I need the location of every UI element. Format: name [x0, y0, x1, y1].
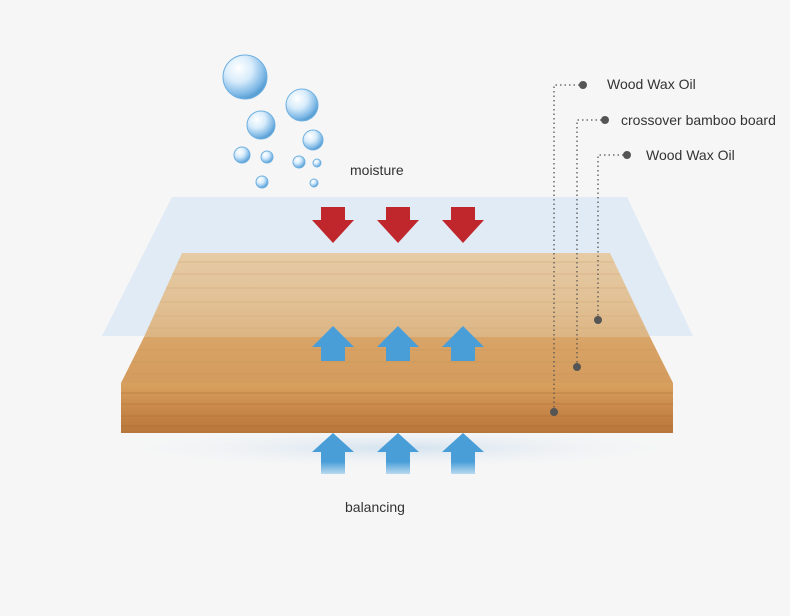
board-edge-grain [121, 392, 673, 427]
water-bubble-icon [222, 54, 324, 189]
arrow-up-icon [377, 326, 419, 361]
arrow-up-icon [312, 326, 354, 361]
arrow-up-icon [442, 326, 484, 361]
arrow-up-icon [377, 433, 419, 474]
balancing-label: balancing [345, 499, 405, 515]
layer-label-wood-wax-oil-bottom: Wood Wax Oil [646, 147, 735, 163]
callout-lines [553, 84, 627, 412]
callout-dots [550, 81, 631, 416]
moisture-arrows [312, 207, 484, 243]
layer-label-wood-wax-oil-top: Wood Wax Oil [607, 76, 696, 92]
board-top-layer [144, 253, 650, 337]
moisture-label: moisture [350, 162, 404, 178]
board-edge [121, 383, 673, 433]
board-top-grain [148, 261, 644, 329]
layer-label-crossover-bamboo-board: crossover bamboo board [621, 112, 776, 128]
arrow-down-icon [377, 207, 419, 243]
arrow-up-icon [442, 433, 484, 474]
arrow-down-icon [442, 207, 484, 243]
arrow-down-icon [312, 207, 354, 243]
balancing-arrows-inner [312, 326, 484, 361]
balancing-arrows-outer [312, 433, 484, 474]
arrow-up-icon [312, 433, 354, 474]
